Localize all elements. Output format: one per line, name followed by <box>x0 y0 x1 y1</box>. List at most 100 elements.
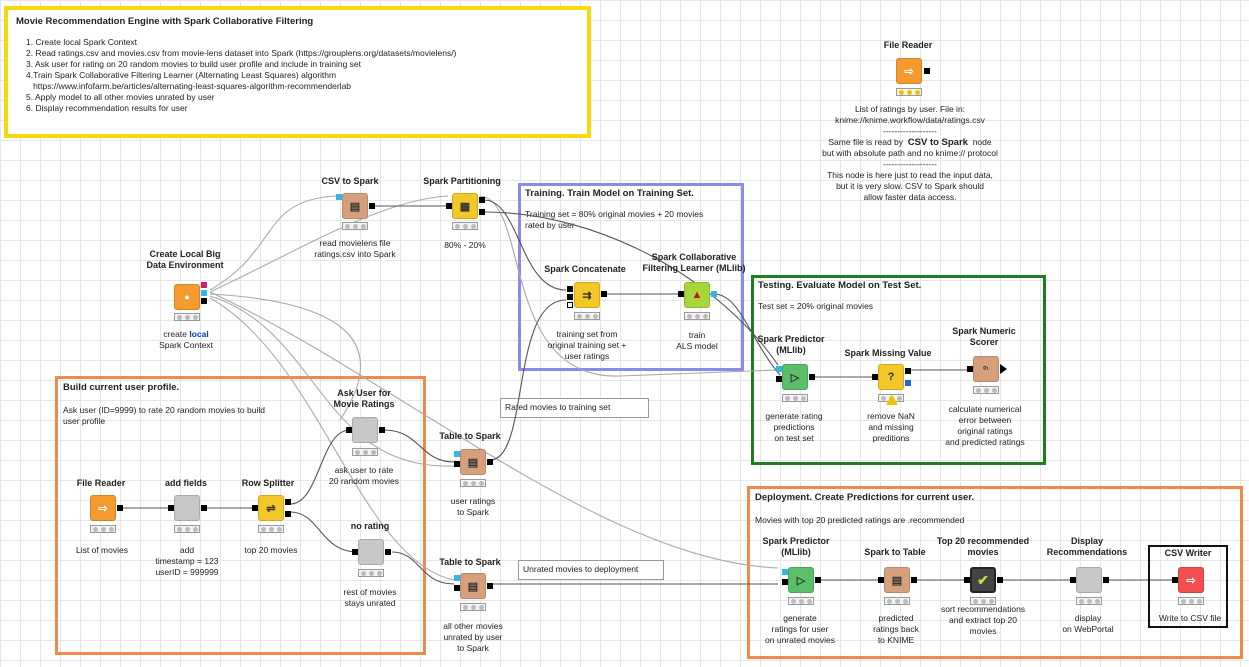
profile-title: Build current user profile. <box>63 382 180 393</box>
output-port[interactable] <box>117 505 123 511</box>
node-status <box>460 603 486 611</box>
spark-predictor-deploy-node[interactable]: ▷ <box>788 567 814 593</box>
table-to-spark-ratings-node[interactable]: ▤ <box>460 449 486 475</box>
input-port[interactable] <box>964 577 970 583</box>
input-port[interactable] <box>346 427 352 433</box>
input-port[interactable] <box>1070 577 1076 583</box>
create-spark-context-node[interactable]: ● <box>174 284 200 310</box>
output-port[interactable] <box>479 197 485 203</box>
input-port[interactable] <box>454 451 460 457</box>
input-port[interactable] <box>878 577 884 583</box>
node-status <box>174 313 200 321</box>
input-port[interactable] <box>567 286 573 292</box>
csv-writer-node[interactable]: ⇨ <box>1178 567 1204 593</box>
node-status <box>174 525 200 533</box>
testing-annotation: Testing. Evaluate Model on Test Set. Tes… <box>751 275 1046 465</box>
row-splitter-node[interactable]: ⇌ <box>258 495 284 521</box>
input-port[interactable] <box>776 376 782 382</box>
output-port[interactable] <box>369 203 375 209</box>
input-port[interactable] <box>454 461 460 467</box>
table-to-spark-icon: ▤ <box>467 580 479 593</box>
csv-writer-icon: ⇨ <box>1186 574 1196 587</box>
file-reader-top-node[interactable]: ⇨ <box>896 58 922 84</box>
node-title: Table to Spark <box>439 557 501 567</box>
scorer-icon: ⁰¹ <box>983 364 989 374</box>
input-port[interactable] <box>782 579 788 585</box>
input-port[interactable] <box>567 302 573 308</box>
predictor-icon: ▷ <box>790 371 800 384</box>
output-port[interactable] <box>905 380 911 386</box>
input-port[interactable] <box>446 203 452 209</box>
output-port[interactable] <box>601 291 607 297</box>
spark-predictor-test-node[interactable]: ▷ <box>782 364 808 390</box>
input-port[interactable] <box>454 575 460 581</box>
spark-concatenate-node[interactable]: ⇉ <box>574 282 600 308</box>
output-port[interactable] <box>285 511 291 517</box>
node-status <box>1076 597 1102 605</box>
input-port[interactable] <box>352 549 358 555</box>
output-port[interactable] <box>385 549 391 555</box>
main-line: 4.Train Spark Collaborative Filtering Le… <box>26 70 337 80</box>
training-annotation: Training. Train Model on Training Set. T… <box>518 183 744 371</box>
no-rating-node[interactable] <box>358 539 384 565</box>
node-label: top 20 movies <box>244 545 298 555</box>
node-title: Row Splitter <box>241 478 295 488</box>
input-port[interactable] <box>168 505 174 511</box>
output-port[interactable] <box>1103 577 1109 583</box>
output-port[interactable] <box>911 577 917 583</box>
output-port[interactable] <box>487 583 493 589</box>
output-port[interactable] <box>379 427 385 433</box>
spark-to-table-node[interactable]: ▤ <box>884 567 910 593</box>
output-port[interactable] <box>479 209 485 215</box>
output-port[interactable] <box>285 499 291 505</box>
node-label: Write to CSV file <box>1158 613 1222 623</box>
input-port[interactable] <box>967 366 973 372</box>
output-port[interactable] <box>711 291 717 297</box>
output-port[interactable] <box>809 374 815 380</box>
node-status <box>342 222 368 230</box>
display-recommendations-node[interactable] <box>1076 567 1102 593</box>
ask-user-ratings-node[interactable] <box>352 417 378 443</box>
file-reader-movies-node[interactable]: ⇨ <box>90 495 116 521</box>
input-port[interactable] <box>336 194 342 200</box>
spark-missing-value-node[interactable]: ? <box>878 364 904 390</box>
input-port[interactable] <box>872 374 878 380</box>
input-port[interactable] <box>1172 577 1178 583</box>
main-annotation: Movie Recommendation Engine with Spark C… <box>4 6 591 138</box>
node-status <box>460 479 486 487</box>
add-fields-node[interactable] <box>174 495 200 521</box>
output-port[interactable] <box>997 577 1003 583</box>
unrated-movies-label: Unrated movies to deployment <box>518 560 664 580</box>
top20-metanode[interactable]: ✔ <box>970 567 996 593</box>
csv-to-spark-node[interactable]: ▤ <box>342 193 368 219</box>
spark-cf-learner-node[interactable]: ▲ <box>684 282 710 308</box>
input-port[interactable] <box>252 505 258 511</box>
input-port[interactable] <box>567 294 573 300</box>
output-port[interactable] <box>924 68 930 74</box>
input-port[interactable] <box>454 585 460 591</box>
output-port[interactable] <box>815 577 821 583</box>
node-status <box>90 525 116 533</box>
input-port[interactable] <box>678 291 684 297</box>
file-reader-icon: ⇨ <box>98 502 108 515</box>
output-port[interactable] <box>201 290 207 296</box>
output-port[interactable] <box>201 505 207 511</box>
input-port[interactable] <box>776 366 782 372</box>
node-status <box>884 597 910 605</box>
output-port[interactable] <box>905 368 911 374</box>
table-to-spark-unrated-node[interactable]: ▤ <box>460 573 486 599</box>
input-port[interactable] <box>782 569 788 575</box>
spark-numeric-scorer-node[interactable]: ⁰¹ <box>973 356 999 382</box>
output-port[interactable] <box>201 298 207 304</box>
output-port[interactable] <box>1000 364 1007 374</box>
spark-partitioning-node[interactable]: ▦ <box>452 193 478 219</box>
output-port[interactable] <box>201 282 207 288</box>
output-port[interactable] <box>487 459 493 465</box>
